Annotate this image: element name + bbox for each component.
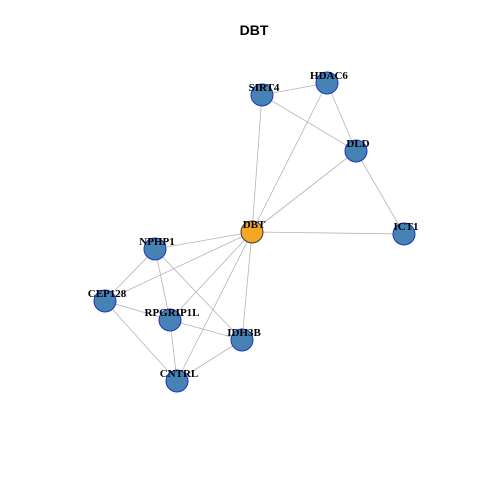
- edge-sirt4-dld: [261, 94, 357, 152]
- node-label-hdac6: HDAC6: [310, 70, 348, 82]
- edge-dbt-idh3b: [241, 231, 253, 341]
- node-label-sirt4: SIRT4: [249, 82, 280, 94]
- edge-nphp1-idh3b: [154, 248, 243, 341]
- node-label-dld: DLD: [346, 138, 369, 150]
- node-nphp1: [143, 237, 167, 261]
- node-cntrl: [165, 369, 189, 393]
- node-dbt: [240, 220, 264, 244]
- edge-dbt-nphp1: [154, 231, 253, 250]
- edge-dbt-cntrl: [176, 231, 253, 382]
- node-hdac6: [315, 71, 339, 95]
- edge-hdac6-dbt: [251, 82, 328, 233]
- edge-cep128-cntrl: [104, 300, 178, 382]
- edge-idh3b-cntrl: [176, 339, 243, 382]
- node-cep128: [93, 289, 117, 313]
- edge-rpgrip1l-idh3b: [169, 319, 243, 341]
- node-label-cep128: CEP128: [88, 288, 127, 300]
- node-idh3b: [230, 328, 254, 352]
- node-label-ict1: ICT1: [393, 221, 418, 233]
- edge-dld-ict1: [355, 150, 405, 235]
- node-label-idh3b: IDH3B: [227, 327, 261, 339]
- edge-dbt-ict1: [251, 231, 405, 235]
- edge-dbt-rpgrip1l: [169, 231, 253, 321]
- edge-nphp1-rpgrip1l: [154, 248, 171, 321]
- nodes-layer: [93, 71, 416, 393]
- edge-dbt-cep128: [104, 231, 253, 302]
- edge-dld-dbt: [251, 150, 357, 233]
- edge-sirt4-dbt: [251, 94, 263, 233]
- edge-hdac6-dld: [326, 82, 357, 152]
- edge-nphp1-cep128: [104, 248, 156, 302]
- node-sirt4: [250, 83, 274, 107]
- node-label-dbt: DBT: [243, 219, 266, 231]
- node-ict1: [392, 222, 416, 246]
- node-label-cntrl: CNTRL: [160, 368, 199, 380]
- graph-title: DBT: [240, 22, 269, 38]
- node-label-nphp1: NPHP1: [139, 236, 174, 248]
- node-rpgrip1l: [158, 308, 182, 332]
- node-dld: [344, 139, 368, 163]
- node-label-rpgrip1l: RPGRIP1L: [145, 307, 200, 319]
